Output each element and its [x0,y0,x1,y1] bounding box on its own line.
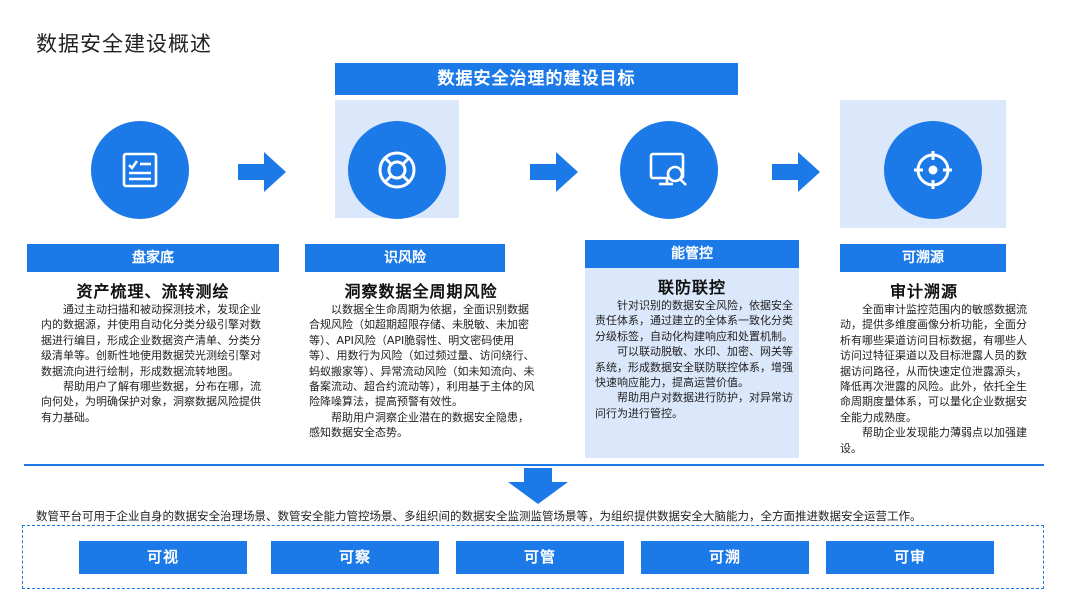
capability-observe: 可察 [271,541,439,574]
card-paragraph: 针对识别的数据安全风险，依据安全责任体系，通过建立的全体系一致化分类分级标签，自… [595,299,793,343]
arrow-right-icon [530,152,578,192]
monitor-search-icon [620,121,718,219]
card-tab: 可溯源 [840,244,1006,272]
capability-visible: 可视 [79,541,247,574]
card-paragraph: 帮助用户对数据进行防护，对异常访问行为进行管控。 [595,391,793,420]
card-tab: 盘家底 [27,244,279,272]
capability-manage: 可管 [456,541,624,574]
card-title: 洞察数据全周期风险 [344,282,498,301]
card-paragraph: 帮助用户了解有哪些数据，分布在哪，流向何处，为明确保护对象，洞察数据风险提供有力… [41,380,261,424]
crosshair-icon [884,121,982,219]
capability-trace: 可溯 [641,541,809,574]
arrow-right-icon [772,152,820,192]
card-body: 通过主动扫描和被动探测技术，发现企业内的数据源，并使用自动化分类分级引擎对数据进… [41,302,267,425]
lifebuoy-icon [348,121,446,219]
highlight-panel-control [585,240,799,458]
card-paragraph: 帮助企业发现能力薄弱点以加强建设。 [840,426,1027,455]
card-tab: 识风险 [305,244,505,272]
card-control: 能管控 联防联控 针对识别的数据安全风险，依据安全责任体系，通过建立的全体系一致… [585,240,799,458]
card-body: 以数据全生命周期为依据，全面识别数据合规风险（如超期超限存储、未脱敏、未加密等）… [309,302,535,441]
capability-audit: 可审 [826,541,994,574]
capability-panel: 可视 可察 可管 可溯 可审 [22,525,1044,589]
card-title: 联防联控 [657,278,726,297]
card-body: 全面审计监控范围内的敏感数据流动，提供多维度画像分析功能，全面分析有哪些渠道访问… [840,302,1036,456]
divider [24,464,1044,466]
goal-banner: 数据安全治理的建设目标 [335,63,738,95]
card-paragraph: 通过主动扫描和被动探测技术，发现企业内的数据源，并使用自动化分类分级引擎对数据进… [41,303,261,378]
arrow-right-icon [238,152,286,192]
page-title: 数据安全建设概述 [36,32,212,56]
card-paragraph: 以数据全生命周期为依据，全面识别数据合规风险（如超期超限存储、未脱敏、未加密等）… [309,303,535,409]
card-title: 审计溯源 [890,282,959,301]
card-risk: 识风险 洞察数据全周期风险 以数据全生命周期为依据，全面识别数据合规风险（如超期… [305,244,537,459]
card-trace: 可溯源 审计溯源 全面审计监控范围内的敏感数据流动，提供多维度画像分析功能，全面… [840,244,1040,459]
card-title: 资产梳理、流转测绘 [76,282,230,301]
arrow-down-icon [508,468,568,504]
card-inventory: 盘家底 资产梳理、流转测绘 通过主动扫描和被动探测技术，发现企业内的数据源，并使… [27,244,279,459]
card-paragraph: 全面审计监控范围内的敏感数据流动，提供多维度画像分析功能，全面分析有哪些渠道访问… [840,303,1027,424]
summary-text: 数管平台可用于企业自身的数据安全治理场景、数管安全能力管控场景、多组织间的数据安… [36,509,922,523]
card-tab: 能管控 [585,240,799,268]
card-paragraph: 可以联动脱敏、水印、加密、网关等系统，形成数据安全联防联控体系，增强快速响应能力… [595,345,793,390]
card-body: 针对识别的数据安全风险，依据安全责任体系，通过建立的全体系一致化分类分级标签，自… [595,298,793,421]
card-paragraph: 帮助用户洞察企业潜在的数据安全隐患，感知数据安全态势。 [309,410,529,440]
checklist-icon [91,121,189,219]
